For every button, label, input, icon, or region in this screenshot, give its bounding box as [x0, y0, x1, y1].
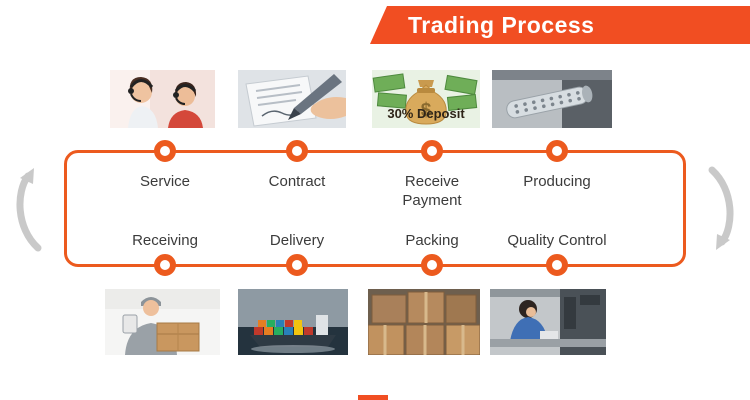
- step-label-contract: Contract: [268, 173, 326, 190]
- step-node-delivery: [286, 254, 308, 276]
- process-loop: [64, 150, 686, 267]
- footer-accent-mark: [358, 395, 388, 400]
- step-label-packing: Packing: [405, 232, 459, 249]
- cycle-arrow-left: [8, 166, 44, 257]
- perforated-tube-machine-icon: [492, 70, 612, 128]
- title-banner: Trading Process: [370, 6, 750, 44]
- contract-signing-photo: [238, 70, 346, 128]
- deposit-money-bag-photo: $: [372, 70, 480, 128]
- step-node-service: [154, 140, 176, 162]
- cycle-arrow-right: [706, 166, 742, 257]
- step-label-receiving: Receiving: [132, 232, 198, 249]
- step-node-packing: [421, 254, 443, 276]
- step-node-receive-payment: [421, 140, 443, 162]
- dollar-sign-icon: $: [421, 100, 432, 121]
- curved-arrow-up-icon: [16, 168, 42, 252]
- step-node-receiving: [154, 254, 176, 276]
- step-node-quality-control: [546, 254, 568, 276]
- step-label-quality-control: Quality Control: [507, 232, 607, 249]
- step-label-receive-payment: Receive Payment: [402, 173, 462, 209]
- headset-agents-icon: [110, 70, 215, 128]
- delivery-ship-photo: [238, 289, 348, 355]
- customer-service-photo: [110, 70, 215, 128]
- receiving-courier-photo: [105, 289, 220, 355]
- money-bag-icon: $: [372, 70, 480, 128]
- packing-boxes-photo: [368, 289, 480, 355]
- step-label-producing: Producing: [523, 173, 591, 190]
- deposit-caption: 30% Deposit: [387, 106, 465, 121]
- container-ship-icon: [238, 289, 348, 355]
- stacked-cartons-icon: [368, 289, 480, 355]
- inspector-at-machine-icon: [490, 289, 606, 355]
- step-node-producing: [546, 140, 568, 162]
- pen-and-document-icon: [238, 70, 346, 128]
- producing-machinery-photo: [492, 70, 612, 128]
- step-node-contract: [286, 140, 308, 162]
- step-label-service: Service: [139, 173, 191, 190]
- quality-control-photo: [490, 289, 606, 355]
- courier-with-box-icon: [105, 289, 220, 355]
- step-label-delivery: Delivery: [269, 232, 325, 249]
- curved-arrow-down-icon: [708, 166, 734, 250]
- page-title: Trading Process: [408, 11, 595, 38]
